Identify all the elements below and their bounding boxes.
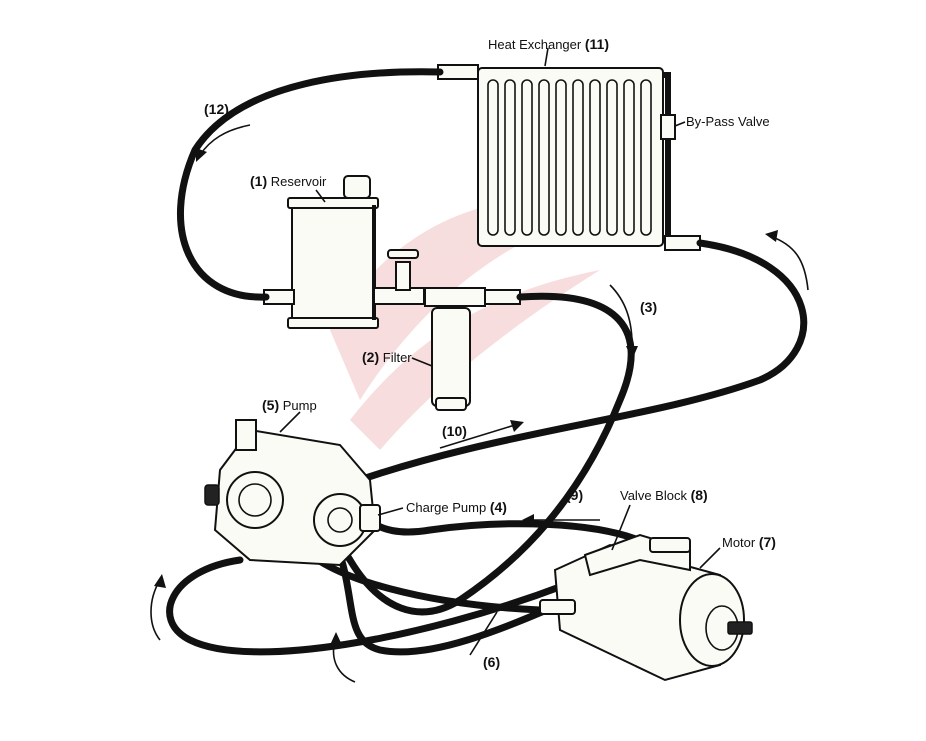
flow-arrow-10-head xyxy=(510,420,524,432)
filter-text: Filter xyxy=(382,350,412,365)
motor xyxy=(539,533,753,682)
valve-block-label: Valve Block (8) xyxy=(620,488,708,502)
line-label-9: (9) xyxy=(566,487,584,503)
motor-number: (7) xyxy=(758,534,776,550)
bypass-valve-text: By-Pass Valve xyxy=(686,114,770,129)
motor-label: Motor (7) xyxy=(722,535,776,549)
filter-assembly xyxy=(373,249,521,411)
heat-exchanger-fins xyxy=(487,79,652,236)
pump-text: Pump xyxy=(282,398,317,413)
pump-number: (5) xyxy=(262,397,280,413)
bypass-valve xyxy=(660,114,676,140)
flow-arrow-return-right-head xyxy=(765,230,778,242)
flow-arrow-3 xyxy=(609,284,633,351)
flow-arrows xyxy=(150,124,809,683)
flow-arrow-left-loop-head xyxy=(154,574,166,588)
heat-exchanger-number: (11) xyxy=(584,36,609,52)
reservoir-number: (1) xyxy=(250,173,268,189)
reservoir xyxy=(263,175,379,329)
heat-exchanger-label: Heat Exchanger (11) xyxy=(488,37,609,51)
line-label-10: (10) xyxy=(442,423,467,439)
valve-block-number: (8) xyxy=(690,487,708,503)
flow-arrow-bottom-loop-head xyxy=(330,632,342,645)
flow-arrow-3-head xyxy=(626,346,638,360)
heat-exchanger xyxy=(437,64,701,251)
reservoir-label: (1) Reservoir xyxy=(250,174,326,188)
filter-label: (2) Filter xyxy=(362,350,412,364)
pump xyxy=(204,419,381,567)
bypass-valve-label: By-Pass Valve xyxy=(686,115,770,128)
pump-label: (5) Pump xyxy=(262,398,317,412)
hoses xyxy=(166,68,808,656)
valve-block-text: Valve Block xyxy=(620,488,687,503)
flow-arrow-left-loop xyxy=(150,579,161,641)
leader-lines xyxy=(279,47,721,656)
flow-arrow-9-head xyxy=(522,514,534,526)
flow-arrow-12-head xyxy=(196,148,207,162)
motor-text: Motor xyxy=(722,535,756,550)
flow-arrow-10 xyxy=(439,424,516,449)
charge-pump-label: Charge Pump (4) xyxy=(406,500,507,514)
heat-exchanger-text: Heat Exchanger xyxy=(488,37,582,52)
line-label-12: (12) xyxy=(204,101,229,117)
line-label-3: (3) xyxy=(640,299,658,315)
charge-pump-number: (4) xyxy=(489,499,507,515)
reservoir-text: Reservoir xyxy=(270,174,327,189)
filter-number: (2) xyxy=(362,349,380,365)
charge-pump-text: Charge Pump xyxy=(406,500,487,515)
line-label-6: (6) xyxy=(483,654,501,670)
